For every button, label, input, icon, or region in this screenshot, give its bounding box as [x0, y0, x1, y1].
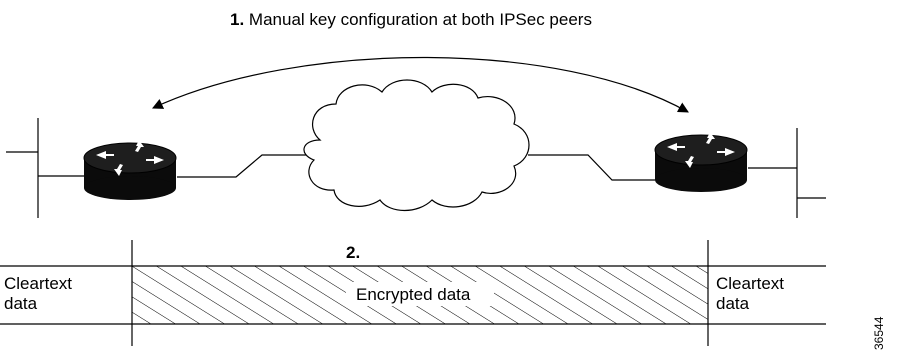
step-1-number: 1.: [230, 10, 245, 29]
data-band: [0, 240, 826, 346]
router-icon: [83, 140, 177, 200]
step-1-caption: 1. Manual key configuration at both IPSe…: [230, 10, 592, 30]
left-cleartext-line2: data: [4, 294, 38, 313]
right-lan-segment: [748, 128, 826, 218]
key-configuration-arc: [152, 56, 689, 113]
left-cleartext-label: Cleartext data: [4, 274, 72, 314]
step-1-text: Manual key configuration at both IPSec p…: [248, 10, 592, 29]
figure-id-text: 36544: [872, 316, 886, 350]
right-cleartext-label: Cleartext data: [716, 274, 784, 314]
router-icon: [654, 132, 748, 192]
serial-link-right: [528, 154, 655, 181]
figure-id: 36544: [872, 292, 886, 352]
serial-link-left: [177, 154, 314, 178]
right-cleartext-line2: data: [716, 294, 750, 313]
left-lan-segment: [6, 118, 84, 218]
encrypted-data-label: Encrypted data: [356, 285, 471, 304]
cloud-icon: [303, 79, 530, 211]
left-cleartext-line1: Cleartext: [4, 274, 73, 293]
step-2-number: 2.: [346, 243, 361, 262]
right-cleartext-line1: Cleartext: [716, 274, 785, 293]
